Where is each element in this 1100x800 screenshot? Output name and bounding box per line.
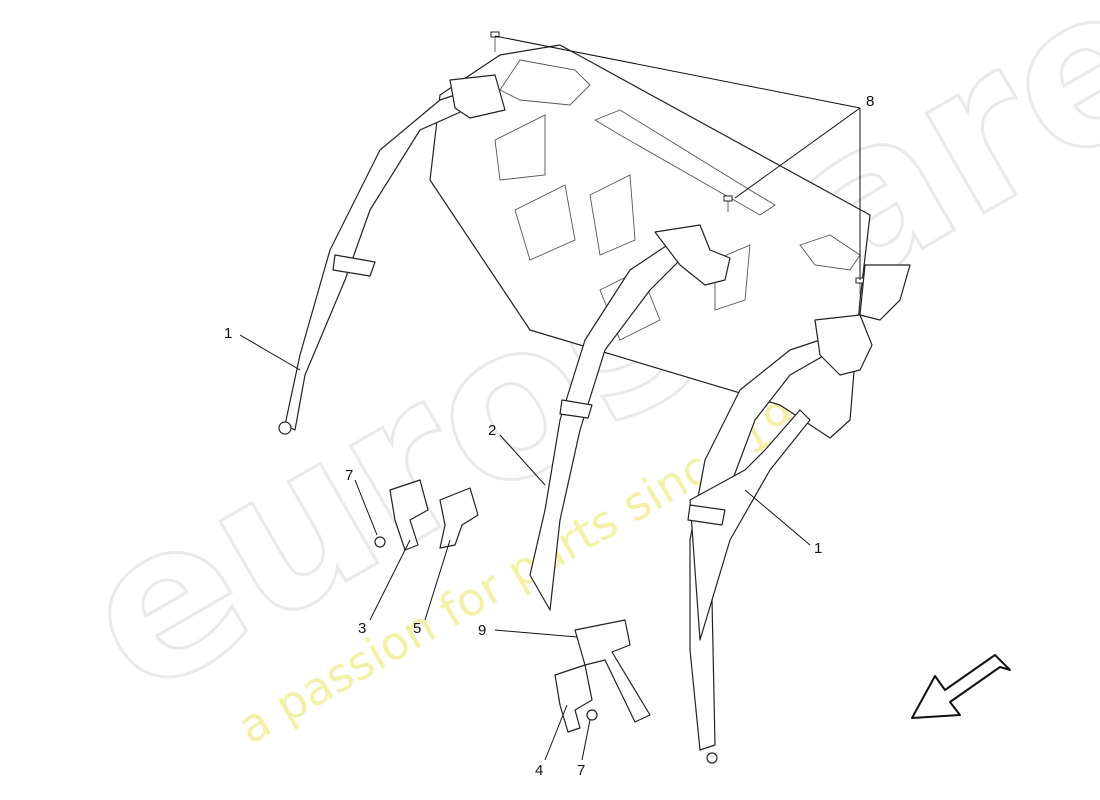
callout-belt-right: 1 bbox=[814, 540, 822, 557]
right-seat-belt bbox=[687, 264, 911, 764]
center-seat-belt bbox=[529, 224, 731, 611]
callout-buckle-left-b: 5 bbox=[413, 620, 421, 637]
callout-bolt-group: 8 bbox=[866, 93, 874, 110]
callout-buckle-left-a: 3 bbox=[358, 620, 366, 637]
callout-buckle-right-a: 4 bbox=[535, 762, 543, 779]
bolt-mid bbox=[723, 195, 733, 212]
buckle-right-b bbox=[574, 619, 651, 723]
nut-left bbox=[374, 536, 386, 548]
left-seat-belt bbox=[278, 74, 506, 435]
leader-lines bbox=[239, 35, 861, 761]
callout-belt-center: 2 bbox=[488, 422, 496, 439]
buckle-right-a bbox=[554, 664, 593, 733]
seat-back-panel bbox=[429, 44, 871, 439]
callout-belt-left: 1 bbox=[224, 325, 232, 342]
bolt-top bbox=[490, 31, 500, 52]
direction-arrow-icon bbox=[911, 654, 1011, 719]
buckle-left-a bbox=[389, 479, 429, 551]
callout-buckle-right-b: 9 bbox=[478, 622, 486, 639]
buckle-left-b bbox=[439, 487, 479, 549]
callout-nut-right: 7 bbox=[577, 762, 585, 779]
nut-right bbox=[586, 709, 598, 721]
callouts: 1 1 2 3 4 5 7 7 8 9 bbox=[224, 93, 874, 779]
callout-nut-left: 7 bbox=[345, 467, 353, 484]
